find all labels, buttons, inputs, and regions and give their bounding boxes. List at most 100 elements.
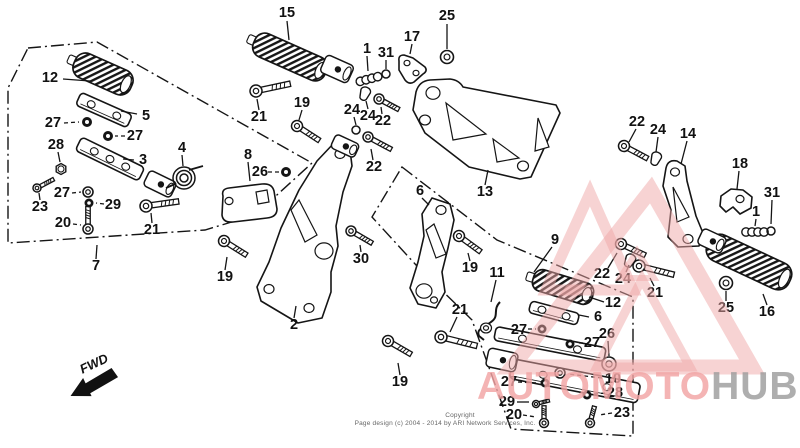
part-number-label[interactable]: 26 (252, 164, 268, 180)
part-number-label[interactable]: 28 (607, 385, 623, 401)
callout-8[interactable]: 8 (244, 147, 252, 182)
callout-25[interactable]: 25 (439, 8, 455, 49)
part-number-label[interactable]: 15 (279, 5, 295, 21)
callout-23[interactable]: 23 (32, 192, 48, 215)
part-number-label[interactable]: 9 (551, 232, 559, 248)
callout-20[interactable]: 20 (506, 407, 537, 423)
callout-31[interactable]: 31 (378, 45, 394, 69)
callout-9[interactable]: 9 (533, 232, 559, 273)
callout-27[interactable]: 27 (577, 335, 600, 351)
part-number-label[interactable]: 20 (506, 407, 522, 423)
callout-27[interactable]: 27 (54, 185, 82, 201)
part-number-label[interactable]: 5 (142, 108, 150, 124)
part-number-label[interactable]: 23 (614, 405, 630, 421)
part-number-label[interactable]: 27 (127, 128, 143, 144)
part-number-label[interactable]: 13 (477, 184, 493, 200)
callout-12[interactable]: 12 (42, 70, 91, 86)
part-number-label[interactable]: 30 (353, 251, 369, 267)
callout-24[interactable]: 24 (360, 100, 376, 124)
part-number-label[interactable]: 6 (416, 183, 424, 199)
part-number-label[interactable]: 24 (344, 102, 360, 118)
part-number-label[interactable]: 1 (752, 204, 760, 220)
part-number-label[interactable]: 23 (32, 199, 48, 215)
part-number-label[interactable]: 11 (489, 265, 504, 281)
part-number-label[interactable]: 4 (178, 140, 186, 156)
callout-11[interactable]: 11 (489, 265, 505, 303)
callout-29[interactable]: 29 (499, 394, 529, 410)
callout-27[interactable]: 27 (45, 115, 80, 131)
part-number-label[interactable]: 19 (392, 374, 408, 390)
callout-26[interactable]: 26 (252, 164, 279, 180)
callout-30[interactable]: 30 (353, 244, 369, 267)
callout-13[interactable]: 13 (477, 169, 493, 200)
callout-21[interactable]: 21 (449, 302, 468, 333)
callout-14[interactable]: 14 (680, 126, 696, 165)
callout-1[interactable]: 1 (363, 41, 371, 72)
callout-27[interactable]: 27 (501, 374, 539, 390)
part-number-label[interactable]: 17 (404, 29, 420, 45)
callout-4[interactable]: 4 (178, 140, 186, 167)
callout-17[interactable]: 17 (404, 29, 420, 55)
part-number-label[interactable]: 2 (290, 317, 298, 333)
part-number-label[interactable]: 12 (42, 70, 58, 86)
part-number-label[interactable]: 28 (48, 137, 64, 153)
callout-6[interactable]: 6 (416, 183, 430, 206)
part-number-label[interactable]: 29 (105, 197, 121, 213)
callout-24[interactable]: 24 (344, 102, 360, 126)
part-number-label[interactable]: 22 (366, 159, 382, 175)
callout-29[interactable]: 29 (95, 197, 121, 213)
callout-24[interactable]: 24 (650, 122, 666, 153)
part-number-label[interactable]: 14 (680, 126, 696, 142)
callout-7[interactable]: 7 (92, 244, 100, 274)
part-number-label[interactable]: 6 (594, 309, 602, 325)
part-number-label[interactable]: 19 (294, 95, 310, 111)
callout-19[interactable]: 19 (294, 95, 310, 121)
part-number-label[interactable]: 31 (378, 45, 394, 61)
part-number-label[interactable]: 12 (605, 295, 621, 311)
part-number-label[interactable]: 10 (605, 371, 621, 387)
callout-21[interactable]: 21 (144, 212, 160, 238)
part-number-label[interactable]: 21 (251, 109, 267, 125)
callout-18[interactable]: 18 (732, 156, 748, 190)
callout-19[interactable]: 19 (217, 256, 233, 285)
part-number-label[interactable]: 8 (244, 147, 252, 163)
part-number-label[interactable]: 22 (375, 113, 391, 129)
callout-12[interactable]: 12 (588, 295, 621, 311)
callout-19[interactable]: 19 (392, 362, 408, 390)
callout-16[interactable]: 16 (759, 293, 775, 320)
part-number-label[interactable]: 24 (650, 122, 666, 138)
part-number-label[interactable]: 29 (499, 394, 515, 410)
part-number-label[interactable]: 16 (759, 304, 775, 320)
part-number-label[interactable]: 21 (144, 222, 160, 238)
part-number-label[interactable]: 27 (511, 322, 527, 338)
part-number-label[interactable]: 27 (584, 335, 600, 351)
part-number-label[interactable]: 27 (54, 185, 70, 201)
part-number-label[interactable]: 19 (217, 269, 233, 285)
callout-28[interactable]: 28 (48, 137, 64, 163)
callout-22[interactable]: 22 (375, 106, 391, 129)
callout-27[interactable]: 27 (511, 322, 536, 338)
callout-23[interactable]: 23 (598, 405, 630, 421)
callout-22[interactable]: 22 (628, 114, 645, 143)
part-number-label[interactable]: 19 (462, 260, 478, 276)
callout-10[interactable]: 10 (567, 371, 621, 387)
part-number-label[interactable]: 21 (452, 302, 468, 318)
part-number-label[interactable]: 18 (732, 156, 748, 172)
part-number-label[interactable]: 1 (363, 41, 371, 57)
callout-28[interactable]: 28 (593, 385, 623, 401)
callout-15[interactable]: 15 (279, 5, 295, 41)
part-number-label[interactable]: 24 (360, 108, 376, 124)
callout-5[interactable]: 5 (120, 108, 150, 124)
part-number-label[interactable]: 22 (629, 114, 645, 130)
part-number-label[interactable]: 31 (764, 185, 780, 201)
callout-20[interactable]: 20 (55, 215, 82, 231)
part-number-label[interactable]: 27 (501, 374, 517, 390)
part-number-label[interactable]: 3 (139, 152, 147, 168)
callout-19[interactable]: 19 (462, 252, 478, 276)
callout-22[interactable]: 22 (366, 148, 382, 175)
part-number-label[interactable]: 27 (45, 115, 61, 131)
callout-21[interactable]: 21 (251, 98, 267, 125)
callout-31[interactable]: 31 (764, 185, 780, 225)
part-number-label[interactable]: 7 (92, 258, 100, 274)
callout-27[interactable]: 27 (115, 128, 143, 144)
